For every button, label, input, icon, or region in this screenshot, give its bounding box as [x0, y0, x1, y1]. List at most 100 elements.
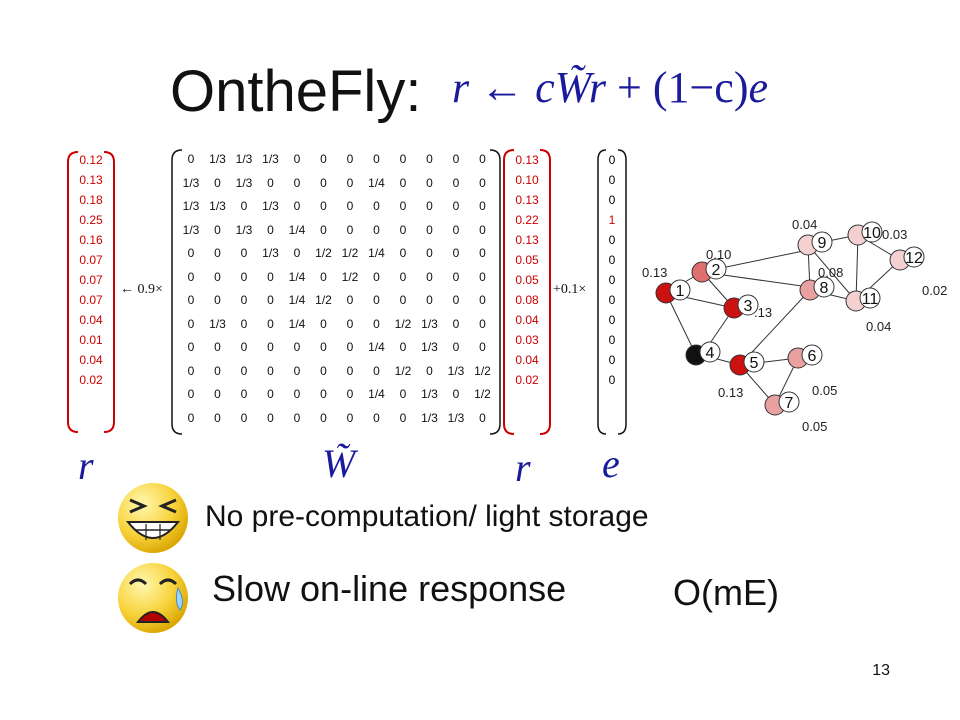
matrix-cell: 0 — [346, 340, 354, 354]
matrix-cell: 1/3 — [235, 152, 253, 166]
matrix-cell: 0 — [426, 222, 433, 237]
graph-node-label-badge — [861, 221, 883, 243]
graph-node-label-badge — [801, 344, 823, 366]
matrix-cell: 0 — [452, 152, 460, 166]
matrix-cell: 0 — [452, 269, 460, 284]
matrix-cell: 0 — [214, 222, 221, 237]
formula-c: c — [535, 63, 555, 112]
damping-coefficient: ← 0.9× — [120, 282, 163, 297]
matrix-cell: 0 — [373, 199, 380, 213]
matrix-cell: 0 — [214, 363, 221, 378]
matrix-cell: 1/2 — [394, 363, 412, 378]
edge-weight-label: 0.08 — [818, 265, 843, 280]
matrix-cell: 0 — [452, 222, 460, 237]
matrix-cell: 0 — [240, 316, 248, 331]
matrix-cell: 1/3 — [209, 316, 226, 331]
matrix-cell: 0 — [346, 410, 354, 425]
vector-entry: 0.07 — [79, 253, 103, 267]
graph-node-label-badge — [813, 276, 835, 298]
matrix-cell: 0 — [399, 293, 407, 307]
matrix-cell: 0 — [479, 199, 486, 213]
vector-entry: 0.13 — [515, 233, 539, 247]
matrix-cell: 0 — [320, 152, 327, 166]
matrix-cell: 0 — [293, 246, 301, 260]
graph-node-label-badge — [737, 294, 759, 316]
matrix-cell: 1/3 — [235, 222, 253, 237]
matrix-cell: 1/3 — [421, 387, 438, 401]
vector-entry: 0 — [608, 373, 616, 387]
matrix-cell: 1/3 — [209, 199, 226, 213]
label-r-right: r — [515, 445, 531, 490]
formula-paren: (1−c) — [652, 63, 749, 112]
edge-weight-label: 0.04 — [792, 217, 817, 232]
matrix-cell: 0 — [479, 175, 486, 190]
graph-node-label-badge — [778, 391, 800, 413]
matrix-cell: 0 — [426, 175, 433, 190]
matrix-cell: 1/3 — [421, 410, 438, 425]
matrix-cell: 0 — [373, 293, 380, 307]
edge-weight-label: 0.05 — [802, 419, 827, 434]
graph-node-label: 2 — [712, 262, 721, 279]
crying-face-icon — [118, 563, 188, 633]
matrix-cell: 0 — [426, 246, 433, 260]
vector-entry: 0.13 — [515, 193, 539, 207]
edge-weight-label: 0.03 — [882, 227, 907, 242]
matrix-cell: 1/4 — [368, 246, 385, 260]
matrix-cell: 0 — [293, 410, 301, 425]
matrix-cell: 1/3 — [182, 222, 200, 237]
matrix-cell: 1/4 — [368, 175, 385, 190]
graph-node-label-badge — [669, 279, 691, 301]
vector-entry: 0 — [608, 353, 616, 367]
vector-entry: 0 — [608, 253, 616, 267]
matrix-cell: 1/2 — [315, 293, 332, 307]
matrix-cell: 0 — [452, 199, 460, 213]
vector-entry: 1 — [608, 213, 616, 227]
matrix-cell: 0 — [373, 222, 380, 237]
matrix-cell: 0 — [426, 152, 433, 166]
vector-entry: 0 — [608, 293, 616, 307]
matrix-cell: 1/3 — [182, 175, 200, 190]
matrix-cell: 1/2 — [315, 246, 332, 260]
matrix-cell: 1/4 — [288, 222, 306, 237]
matrix-cell: 0 — [320, 316, 327, 331]
matrix-cell: 0 — [426, 293, 433, 307]
matrix-cell: 0 — [293, 175, 301, 190]
matrix-cell: 0 — [267, 387, 274, 401]
matrix-cell: 0 — [479, 293, 486, 307]
matrix-cell: 0 — [320, 340, 327, 354]
pro-text: No pre-computation/ light storage — [205, 500, 649, 533]
matrix-cell: 0 — [267, 316, 274, 331]
matrix-cell: 0 — [240, 363, 248, 378]
matrix-cell: 1/2 — [341, 246, 359, 260]
matrix-cell: 1/2 — [474, 387, 491, 401]
edge-weight-label: 0.04 — [866, 319, 891, 334]
matrix-cell: 1/3 — [421, 316, 438, 331]
matrix-cell: 1/2 — [341, 269, 359, 284]
graph-node-label-badge — [859, 287, 881, 309]
formula-e: e — [748, 63, 769, 112]
matrix-cell: 0 — [293, 199, 301, 213]
vector-entry: 0 — [608, 333, 616, 347]
matrix-cell: 0 — [479, 246, 486, 260]
matrix-cell: 0 — [240, 269, 248, 284]
matrix-cell: 0 — [320, 199, 327, 213]
vector-entry: 0.04 — [515, 353, 539, 367]
matrix-cell: 0 — [187, 246, 195, 260]
matrix-cell: 0 — [426, 269, 433, 284]
matrix-cell: 0 — [426, 363, 433, 378]
vector-entry: 0.12 — [79, 153, 103, 167]
graph-node-label: 9 — [818, 235, 827, 252]
matrix-cell: 0 — [320, 269, 327, 284]
laughing-face-icon — [118, 483, 188, 553]
formula-r2: r — [588, 63, 607, 112]
matrix-cell: 0 — [399, 246, 407, 260]
matrix-cell: 1/3 — [182, 199, 200, 213]
matrix-cell: 1/3 — [262, 199, 279, 213]
matrix-cell: 0 — [267, 293, 274, 307]
matrix-cell: 0 — [187, 387, 195, 401]
edge-weight-label: 0.13 — [642, 265, 667, 280]
matrix-cell: 0 — [214, 293, 221, 307]
matrix-cell: 0 — [320, 387, 327, 401]
graph-node-label: 4 — [706, 345, 715, 362]
